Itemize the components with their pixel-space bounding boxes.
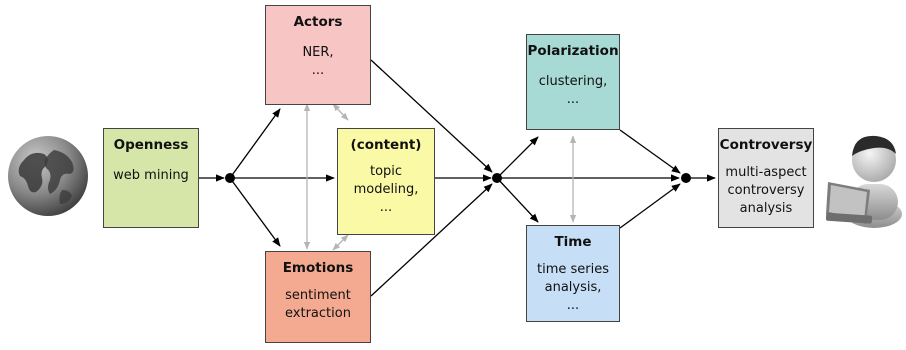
openness-title: Openness xyxy=(113,137,189,153)
polarization-line-1: clustering, xyxy=(538,74,608,89)
globe-icon xyxy=(8,136,88,216)
time-line-3: ... xyxy=(566,298,580,313)
controversy-description: multi-aspect controversy analysis xyxy=(719,164,813,218)
emotions-description: sentiment extraction xyxy=(266,287,370,323)
actors-box: Actors NER, ... xyxy=(265,5,371,105)
content-box: (content) topic modeling, ... xyxy=(337,128,435,235)
openness-line-1: web mining xyxy=(113,168,189,183)
arrow-split-to-actors xyxy=(229,108,281,179)
arrow-merge-to-polarization xyxy=(496,136,539,179)
time-description: time series analysis, ... xyxy=(527,261,619,315)
arrow-emotions-to-merge xyxy=(370,183,493,297)
openness-description: web mining xyxy=(104,167,198,185)
time-title: Time xyxy=(554,234,592,250)
relation-content-emotions xyxy=(332,234,349,251)
arrow-time-to-join xyxy=(619,183,681,229)
polarization-description: clustering, ... xyxy=(527,73,619,109)
controversy-line-3: analysis xyxy=(739,201,793,216)
time-box: Time time series analysis, ... xyxy=(526,225,620,322)
polarization-title: Polarization xyxy=(527,43,619,59)
emotions-title: Emotions xyxy=(282,260,354,276)
arrow-merge-to-time xyxy=(496,177,539,223)
user-with-laptop-icon xyxy=(826,135,902,228)
arrow-actors-to-merge xyxy=(370,59,493,173)
split-junction-dot xyxy=(225,173,235,183)
openness-box: Openness web mining xyxy=(103,128,199,228)
controversy-title: Controversy xyxy=(719,137,813,153)
controversy-line-1: multi-aspect xyxy=(725,165,807,180)
actors-line-2: ... xyxy=(311,63,325,78)
emotions-line-2: extraction xyxy=(285,306,351,321)
actors-description: NER, ... xyxy=(266,44,370,80)
content-description: topic modeling, ... xyxy=(338,163,434,217)
emotions-line-1: sentiment xyxy=(285,288,351,303)
polarization-line-2: ... xyxy=(566,92,580,107)
content-title: (content) xyxy=(350,137,422,153)
arrow-polarization-to-join xyxy=(619,129,681,174)
polarization-box: Polarization clustering, ... xyxy=(526,34,620,130)
actors-title: Actors xyxy=(293,14,343,30)
controversy-junction-dot xyxy=(681,173,691,183)
arrow-split-to-emotions xyxy=(229,177,281,247)
controversy-line-2: controversy xyxy=(727,183,805,198)
merge-junction-dot xyxy=(492,173,502,183)
actors-line-1: NER, xyxy=(302,45,334,60)
controversy-box: Controversy multi-aspect controversy ana… xyxy=(718,128,814,228)
content-line-3: ... xyxy=(379,200,393,215)
relation-actors-content xyxy=(332,103,349,121)
content-line-1: topic xyxy=(369,164,403,179)
content-line-2: modeling, xyxy=(353,182,419,197)
time-line-2: analysis, xyxy=(544,280,602,295)
emotions-box: Emotions sentiment extraction xyxy=(265,251,371,343)
time-line-1: time series xyxy=(536,262,609,277)
